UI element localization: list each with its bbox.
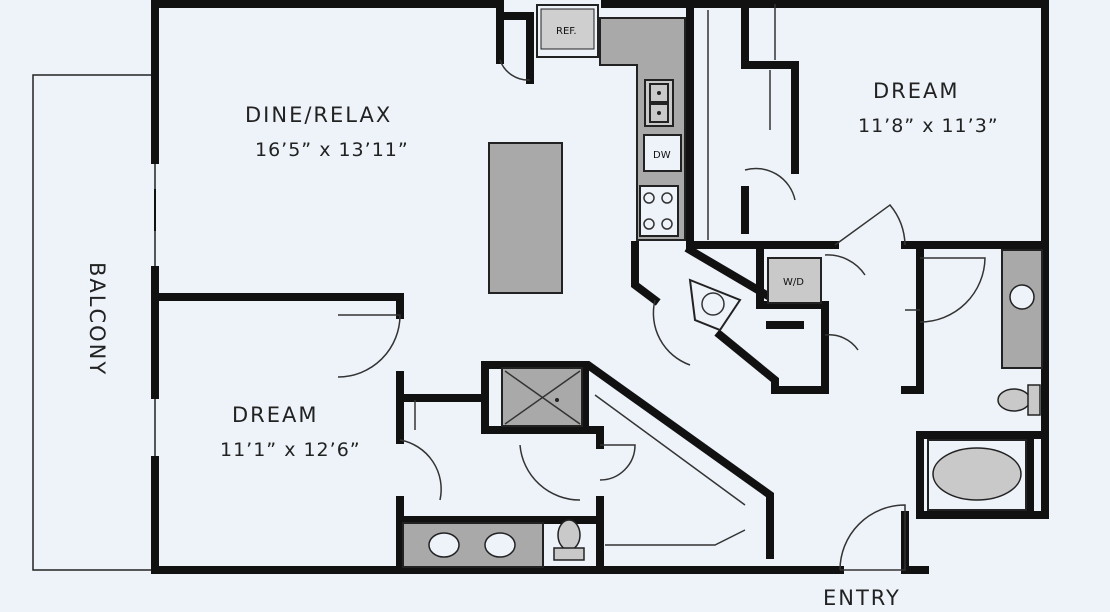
bathtub-basin (932, 447, 1022, 501)
toilet-bottom-tank (553, 547, 585, 561)
toilet-right-tank (1027, 384, 1041, 416)
door-swings (337, 59, 986, 571)
kitchen-island (488, 142, 563, 294)
dream-bottom-dimensions: 11’1” x 12’6” (220, 439, 361, 461)
water-heater-closet (688, 278, 742, 332)
vanity-double (402, 522, 544, 568)
balcony-label: BALCONY (85, 262, 109, 376)
dream-top-dimensions: 11’8” x 11’3” (858, 115, 999, 137)
dishwasher-label: DW (653, 150, 671, 161)
washer-dryer (767, 257, 822, 304)
dream-bottom-name: DREAM (232, 403, 319, 427)
burner-2 (661, 192, 673, 204)
shower-drain (555, 398, 559, 402)
refrigerator-label: REF. (556, 26, 577, 37)
burner-1 (643, 192, 655, 204)
dishwasher (643, 134, 682, 172)
interior-walls (151, 0, 1049, 574)
entry-label: ENTRY (823, 586, 901, 610)
vanity-sink-1 (428, 532, 460, 558)
toilet-bottom (557, 519, 581, 551)
water-heater (701, 292, 725, 316)
burner-4 (661, 218, 673, 230)
kitchen-counter (599, 17, 686, 241)
exterior-walls (151, 0, 1049, 574)
dine-relax-name: DINE/RELAX (245, 103, 392, 127)
vanity-sink-2 (484, 532, 516, 558)
sink-drain-1 (657, 91, 661, 95)
toilet-right (997, 388, 1031, 412)
refrigerator-body (540, 8, 595, 50)
dream-top-name: DREAM (873, 79, 960, 103)
washer-dryer-label: W/D (783, 277, 804, 288)
sink-drain-2 (657, 111, 661, 115)
vanity-right-sink (1009, 284, 1035, 310)
closet-lines (414, 4, 776, 546)
dine-relax-dimensions: 16’5” x 13’11” (255, 139, 409, 161)
burner-3 (643, 218, 655, 230)
shower-diagonal-2 (504, 370, 581, 425)
